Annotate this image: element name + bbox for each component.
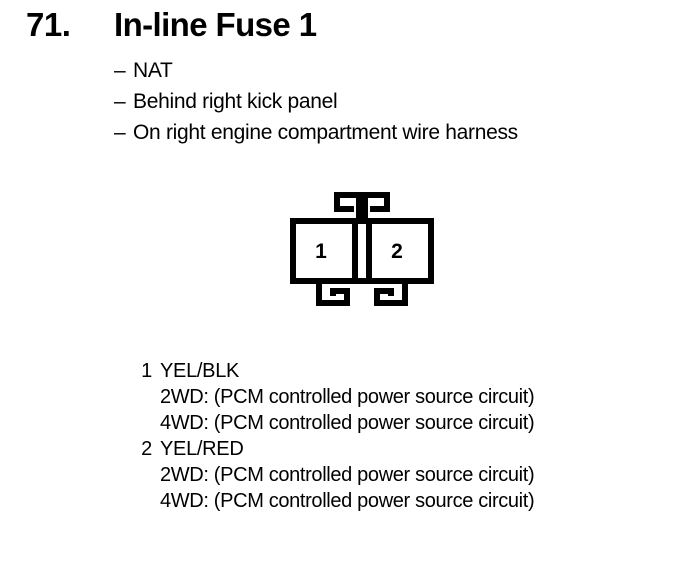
dash-icon: – [114, 59, 126, 82]
pin-list: 1 YEL/BLK 2WD: (PCM controlled power sour… [130, 358, 670, 514]
connector-svg: 1 2 [290, 192, 434, 306]
dash-icon: – [114, 90, 126, 113]
pin-wire-color: YEL/RED [160, 438, 244, 460]
pin-detail-line: 2WD: (PCM controlled power source circui… [160, 464, 535, 486]
page-title: In-line Fuse 1 [114, 6, 317, 43]
pin-detail-line: 2WD: (PCM controlled power source circui… [160, 386, 535, 408]
bottom-tab-left [316, 284, 350, 306]
pin-group: 2 YEL/RED 2WD: (PCM controlled power sour… [130, 436, 670, 514]
pin-header-row: 2 YEL/RED [130, 436, 670, 462]
top-latch-tab [334, 192, 390, 220]
page-header: 71. In-line Fuse 1 [0, 4, 688, 50]
connector-diagram: 1 2 [286, 190, 438, 312]
pin-number: 2 [141, 438, 152, 460]
pin-detail-line: 4WD: (PCM controlled power source circui… [160, 412, 535, 434]
center-bottom-rail [356, 278, 368, 284]
cavity-box-2 [366, 218, 434, 284]
note-text: On right engine compartment wire harness [133, 121, 518, 144]
note-item: –Behind right kick panel [114, 86, 654, 117]
header-item-number: 71. [26, 6, 71, 43]
center-top-rail [356, 218, 368, 224]
note-text: Behind right kick panel [133, 90, 338, 113]
cavity-box-1 [290, 218, 358, 284]
pin-number: 1 [141, 360, 152, 382]
note-item: –NAT [114, 55, 654, 86]
cavity-label-2: 2 [391, 240, 403, 263]
notes-list: –NAT –Behind right kick panel –On right … [114, 55, 654, 148]
note-item: –On right engine compartment wire harnes… [114, 117, 654, 148]
pin-group: 1 YEL/BLK 2WD: (PCM controlled power sour… [130, 358, 670, 436]
cavity-label-1: 1 [315, 240, 327, 263]
pin-detail-line: 4WD: (PCM controlled power source circui… [160, 490, 535, 512]
bottom-tab-right [374, 284, 408, 306]
pin-wire-color: YEL/BLK [160, 360, 240, 382]
note-text: NAT [133, 59, 173, 82]
dash-icon: – [114, 121, 126, 144]
pin-header-row: 1 YEL/BLK [130, 358, 670, 384]
